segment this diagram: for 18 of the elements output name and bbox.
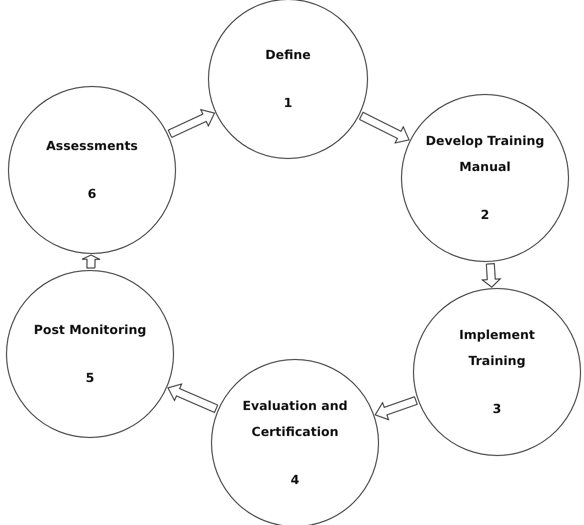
block-arrow bbox=[374, 396, 418, 420]
block-arrow bbox=[168, 108, 216, 138]
step-number: 3 bbox=[492, 400, 502, 418]
step-number: 1 bbox=[284, 94, 292, 112]
step-label: Assessments bbox=[46, 137, 138, 155]
block-arrow bbox=[82, 254, 101, 269]
step-number: 6 bbox=[88, 185, 96, 203]
step-label: Post Monitoring bbox=[34, 321, 146, 339]
step-label: Define bbox=[265, 46, 311, 64]
step-number: 5 bbox=[86, 369, 94, 387]
step-label: Implement Training bbox=[458, 326, 536, 370]
step-label: Develop Training Manual bbox=[425, 132, 545, 176]
block-arrow bbox=[358, 112, 410, 144]
step-number: 2 bbox=[480, 206, 490, 224]
step-label: Evaluation and Certification bbox=[241, 397, 349, 441]
block-arrow bbox=[480, 263, 502, 288]
step-number: 4 bbox=[290, 471, 300, 489]
block-arrow bbox=[167, 383, 218, 414]
